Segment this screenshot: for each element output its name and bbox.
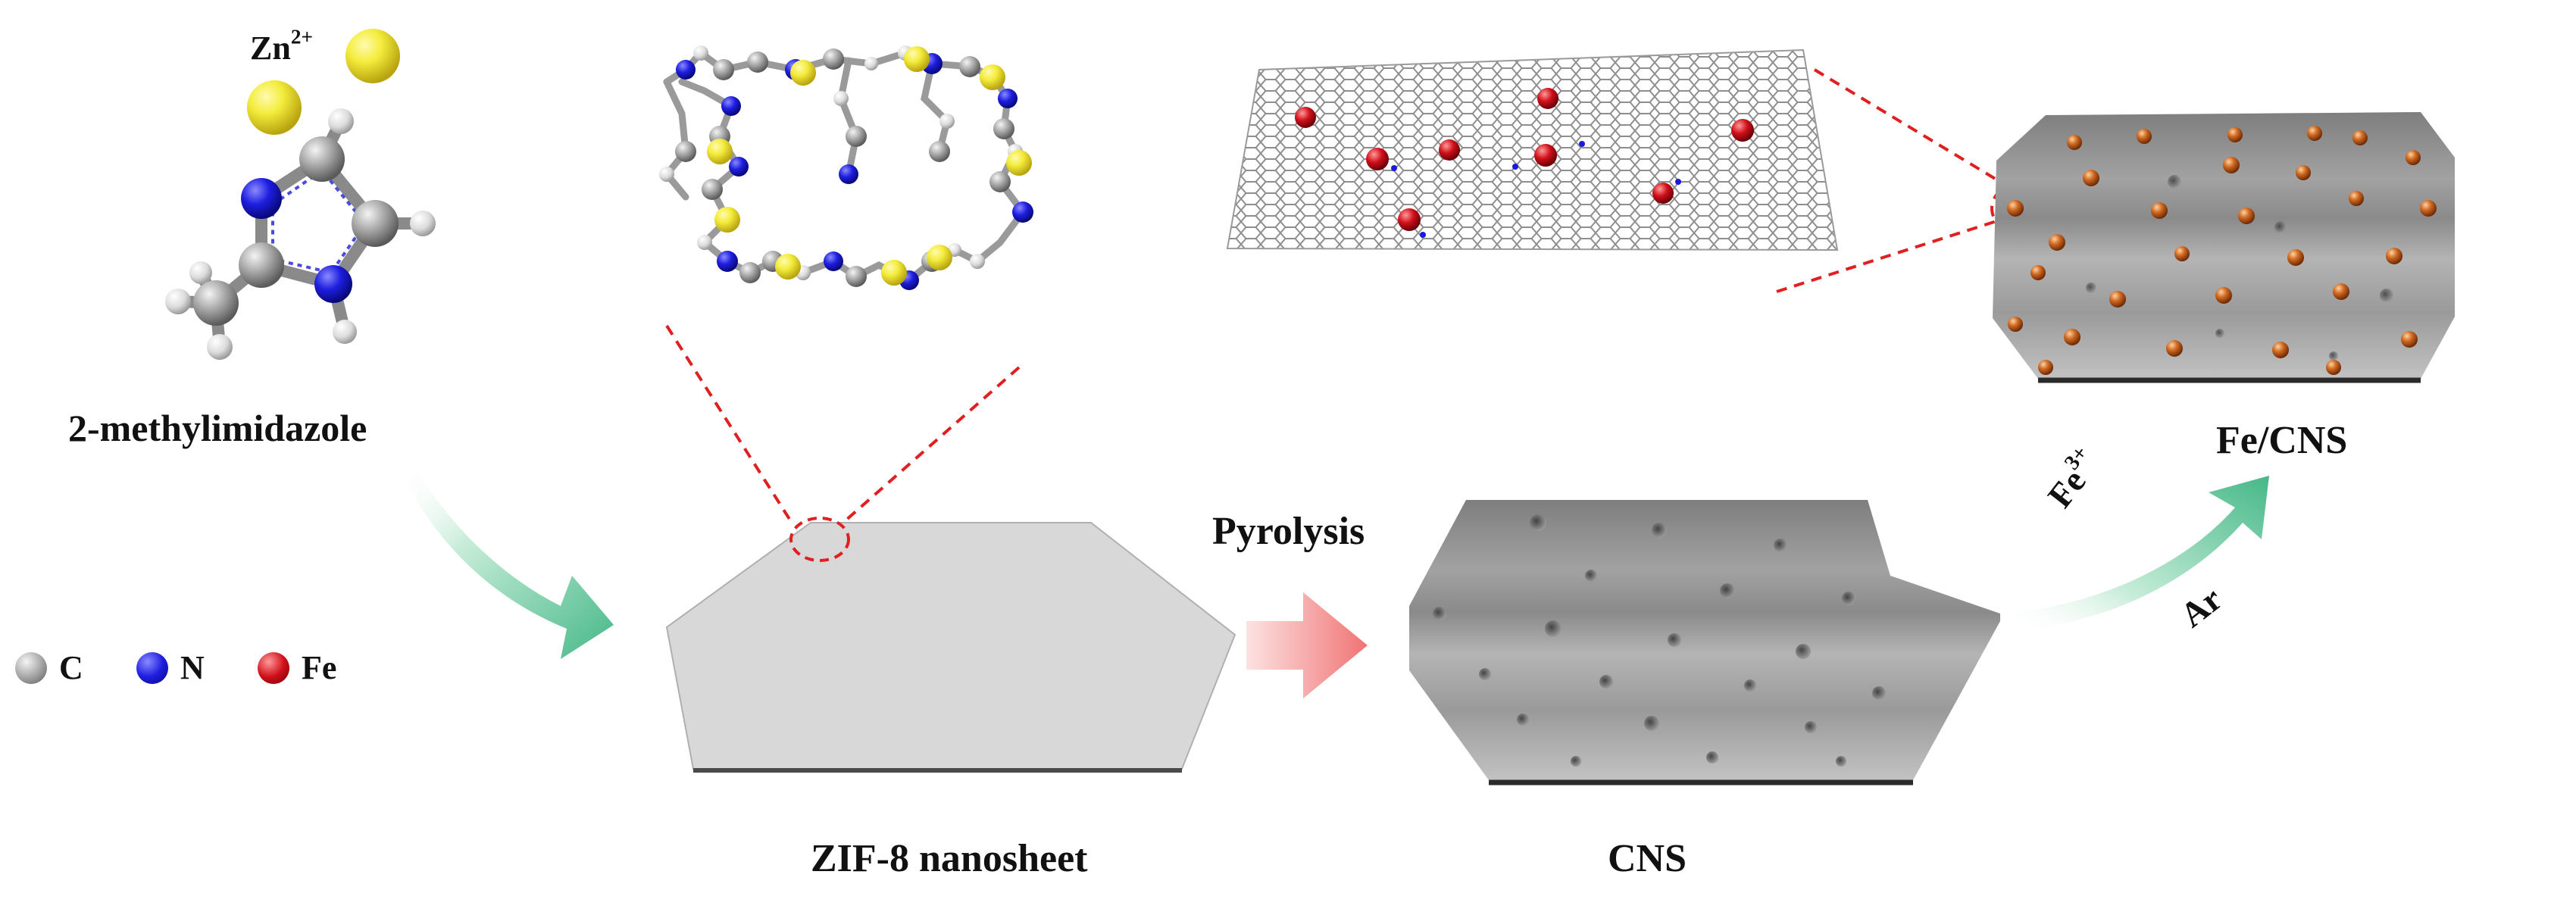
zn-ion-charge: 2+ [290, 25, 313, 48]
zif8-nanosheet-label: ZIF-8 nanosheet [811, 837, 1088, 880]
zn-atom-icon [247, 80, 302, 135]
cns-sheet [1409, 500, 2000, 786]
iron-atom-icon [258, 652, 289, 684]
zif8-nanosheet [665, 517, 1236, 773]
fe-cns-label: Fe/CNS [2216, 419, 2348, 462]
carbon-atom-icon [15, 652, 47, 684]
legend-item-carbon: C [15, 651, 83, 685]
legend-item-nitrogen: N [136, 651, 205, 685]
legend-label-carbon: C [59, 649, 83, 686]
cns-to-fe-cns-arrow [2012, 476, 2269, 630]
ligand-to-zif8-arrow [405, 464, 614, 659]
zn-ion-symbol: Zn [250, 30, 291, 67]
cns-label: CNS [1608, 837, 1687, 880]
legend-label-iron: Fe [302, 649, 337, 686]
fe-cns-sheet [1993, 112, 2455, 383]
graphene-lattice-icon [1226, 48, 1839, 251]
legend-label-nitrogen: N [180, 649, 205, 686]
zoom-lines-zif8 [665, 324, 1021, 524]
methylimidazole-molecule-icon [165, 108, 436, 360]
ligand-label: 2-methylimidazole [68, 407, 367, 449]
zn-atom-icon [345, 29, 400, 83]
pyrolysis-arrow [1246, 592, 1368, 698]
zif8-framework-icon [659, 45, 1033, 290]
nitrogen-atom-icon [136, 652, 168, 684]
zoom-circle [789, 517, 850, 562]
legend-item-iron: Fe [258, 651, 336, 685]
pyrolysis-label: Pyrolysis [1212, 510, 1365, 553]
zn-ion-label: Zn2+ [250, 27, 313, 67]
